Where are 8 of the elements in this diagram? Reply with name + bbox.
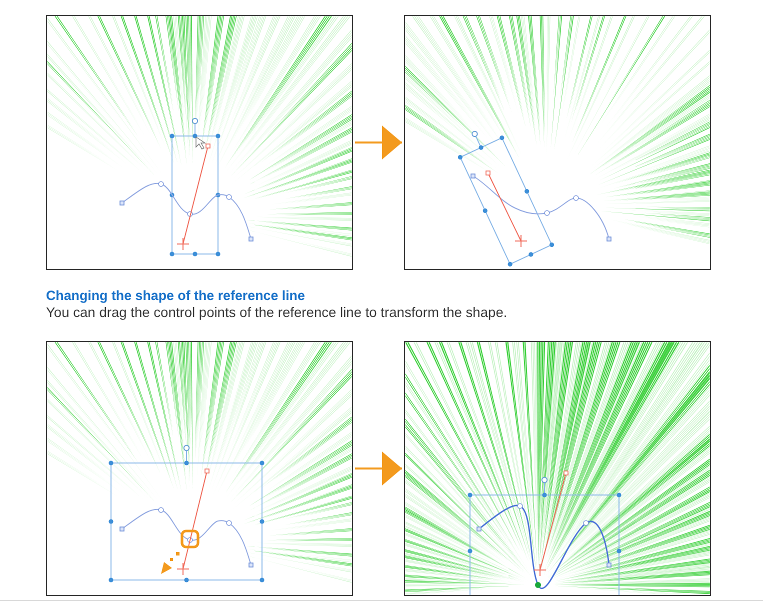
canvas-illustration (404, 15, 711, 270)
canvas-illustration (46, 341, 353, 596)
arrow (355, 126, 402, 160)
section-heading: Changing the shape of the reference line (46, 288, 305, 304)
arrow (355, 452, 402, 486)
description-text: You can drag the control points of the reference line to transform the shape. (46, 305, 508, 321)
canvas-illustration (46, 15, 353, 270)
canvas-illustration (404, 341, 711, 596)
